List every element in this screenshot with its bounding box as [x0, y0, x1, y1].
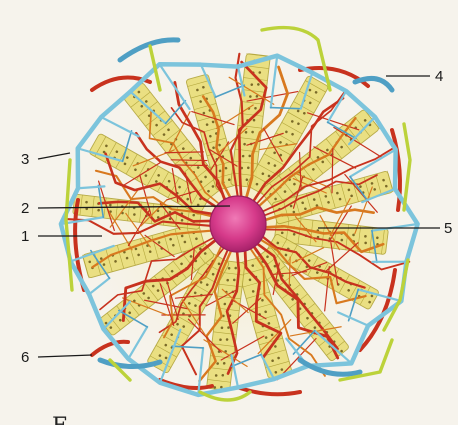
- label-5: 5: [444, 220, 452, 237]
- bile-duct: [404, 124, 410, 210]
- label-2: 2: [21, 200, 29, 217]
- label-6: 6: [21, 349, 29, 366]
- sinusoid-branch: [332, 149, 333, 193]
- central-vein: [210, 196, 266, 252]
- label-3: 3: [21, 151, 29, 168]
- portal-vein-trunk: [355, 78, 392, 90]
- sinusoid-branch: [173, 165, 208, 166]
- leader-line-6: [38, 355, 92, 357]
- leader-line-3: [38, 153, 70, 159]
- label-1: 1: [21, 228, 29, 245]
- label-4: 4: [435, 68, 443, 85]
- portal-vein-trunk: [120, 40, 178, 60]
- figure-letter: Е: [52, 414, 68, 425]
- sinusoid-branch: [171, 160, 207, 161]
